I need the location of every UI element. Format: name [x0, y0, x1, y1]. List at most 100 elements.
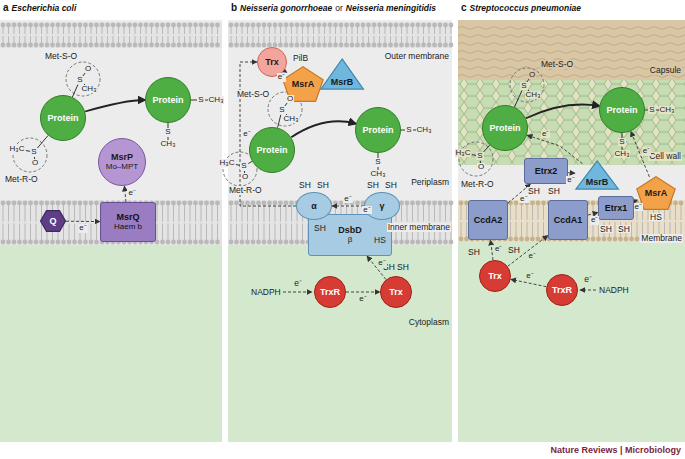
text-label: S	[374, 158, 381, 166]
lipid-tail	[242, 36, 243, 43]
text-label: Met-R-O	[460, 180, 495, 189]
lipid-head	[149, 43, 154, 48]
lipid-head	[171, 23, 176, 28]
lipid-head	[317, 23, 322, 28]
lipid-tail	[357, 27, 358, 34]
text-label: O	[477, 163, 485, 171]
lipid-tail	[184, 27, 185, 34]
lipid-head	[1, 23, 6, 28]
lipid-head	[166, 23, 171, 28]
text-label: S	[30, 148, 37, 156]
enzyme-circle: MsrPMo–MPT	[98, 138, 146, 186]
lipid-tail	[107, 27, 108, 34]
lipid-tail	[297, 27, 298, 34]
lipid-head	[328, 23, 333, 28]
lipid-tail	[74, 36, 75, 43]
lipid-tail	[451, 36, 452, 43]
lipid-head	[618, 237, 623, 242]
lipid-head	[61, 240, 66, 245]
text-label: Met-R-O	[228, 186, 263, 195]
lipid-head	[438, 240, 443, 245]
lipid-head	[295, 240, 300, 245]
text-label: b	[231, 3, 237, 14]
lipid-tail	[631, 222, 632, 237]
text-label: SH	[316, 181, 330, 190]
lipid-tail	[162, 27, 163, 34]
node-text: Trx	[265, 57, 279, 67]
text-label: O	[84, 65, 92, 73]
node-text: MsrA	[645, 188, 668, 198]
lipid-tail	[247, 224, 248, 241]
lipid-tail	[96, 27, 97, 34]
lipid-tail	[173, 36, 174, 43]
lipid-bilayer	[228, 22, 452, 48]
lipid-tail	[80, 27, 81, 34]
lipid-tail	[308, 36, 309, 43]
lipid-head	[61, 23, 66, 28]
panel-ground	[458, 20, 685, 442]
lipid-tail	[258, 205, 259, 222]
lipid-tail	[374, 27, 375, 34]
lipid-tail	[319, 36, 320, 43]
lipid-head	[83, 240, 88, 245]
lipid-tail	[8, 27, 9, 34]
lipid-head	[262, 240, 267, 245]
lipid-head	[193, 240, 198, 245]
lipid-head	[229, 201, 234, 206]
sulfoxide-highlight	[66, 62, 100, 96]
lipid-head	[56, 43, 61, 48]
edge-label: e⁻	[634, 203, 643, 211]
lipid-head	[459, 237, 464, 242]
lipid-tail	[30, 205, 31, 222]
lipid-tail	[242, 205, 243, 222]
lipid-tail	[74, 205, 75, 222]
lipid-head	[416, 43, 421, 48]
lipid-tail	[302, 27, 303, 34]
lipid-tail	[401, 205, 402, 222]
lipid-head	[204, 23, 209, 28]
lipid-tail	[390, 27, 391, 34]
lipid-tail	[30, 224, 31, 241]
lipid-head	[116, 43, 121, 48]
lipid-tail	[440, 27, 441, 34]
lipid-tail	[206, 224, 207, 241]
lipid-head	[427, 43, 432, 48]
lipid-tail	[253, 36, 254, 43]
lipid-tail	[201, 205, 202, 222]
lipid-tail	[201, 27, 202, 34]
text-label: S	[197, 96, 204, 104]
lipid-head	[160, 23, 165, 28]
lipid-tail	[157, 224, 158, 241]
lipid-tail	[275, 205, 276, 222]
lipid-head	[366, 23, 371, 28]
lipid-tail	[264, 27, 265, 34]
lipid-head	[388, 43, 393, 48]
lipid-head	[438, 23, 443, 28]
lipid-head	[355, 201, 360, 206]
thioredoxin-box: Etrx2	[524, 158, 568, 184]
lipid-head	[432, 43, 437, 48]
lipid-head	[427, 201, 432, 206]
lipid-head	[541, 201, 546, 206]
lipid-tail	[670, 205, 671, 220]
lipid-tail	[14, 36, 15, 43]
text-label: SH	[599, 225, 613, 234]
lipid-tail	[146, 36, 147, 43]
lipid-head	[193, 201, 198, 206]
lipid-tail	[91, 224, 92, 241]
cytoplasm	[458, 242, 685, 442]
lipid-tail	[445, 27, 446, 34]
lipid-tail	[41, 224, 42, 241]
lipid-head	[89, 201, 94, 206]
text-label: S	[76, 76, 83, 84]
lipid-head	[355, 43, 360, 48]
lipid-tail	[41, 27, 42, 34]
lipid-tail	[41, 36, 42, 43]
protein-circle: Protein	[145, 77, 191, 123]
lipid-head	[83, 43, 88, 48]
lipid-head	[61, 201, 66, 206]
lipid-tail	[291, 27, 292, 34]
edge-label: e⁻	[78, 224, 87, 232]
lipid-head	[177, 201, 182, 206]
lipid-head	[182, 201, 187, 206]
